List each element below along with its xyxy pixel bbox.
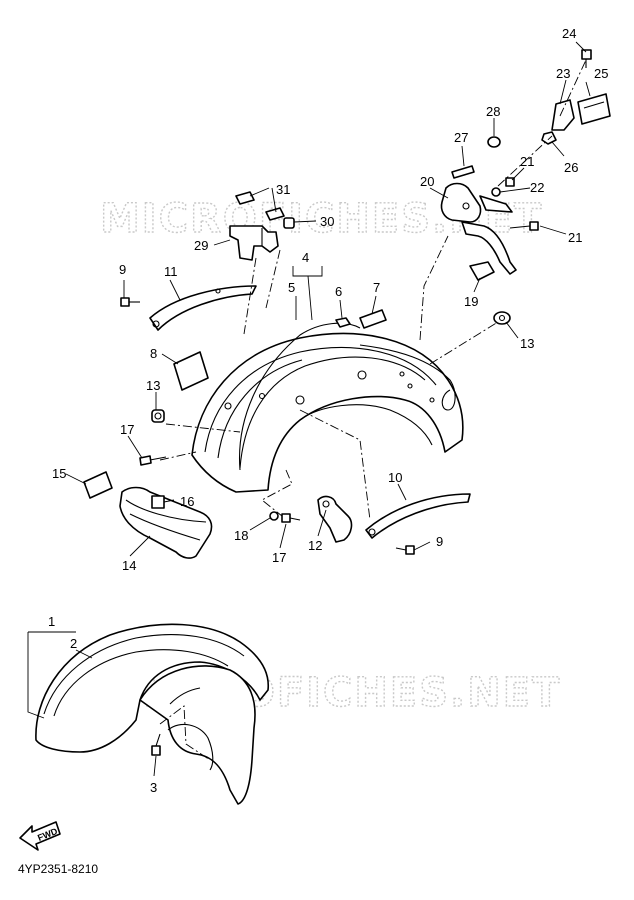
part-15-reflector	[83, 471, 113, 499]
part-11-trim	[149, 285, 257, 331]
callout-25: 25	[594, 66, 608, 81]
part-3-bolt	[151, 733, 161, 756]
callout-9-upper: 9	[119, 262, 126, 277]
part-31-pads	[235, 191, 285, 221]
callout-27: 27	[454, 130, 468, 145]
callout-31: 31	[276, 182, 290, 197]
part-19-clip	[469, 261, 495, 281]
front-fender	[35, 623, 269, 805]
part-12-bracket	[317, 495, 353, 543]
callout-22: 22	[530, 180, 544, 195]
callout-13-right: 13	[520, 336, 534, 351]
part-8-sheet	[173, 351, 209, 391]
part-6-grommet	[335, 317, 351, 328]
callout-11: 11	[164, 264, 178, 279]
callout-16: 16	[180, 494, 194, 509]
part-30-nut	[283, 217, 295, 229]
callout-10: 10	[388, 470, 402, 485]
part-18-washer	[269, 511, 279, 521]
callout-28: 28	[486, 104, 500, 119]
fwd-arrow-icon: FWD	[19, 821, 61, 851]
part-10-trim	[365, 493, 471, 539]
part-27-pin	[451, 165, 475, 179]
part-22-washer	[491, 187, 501, 197]
part-14-fender-tip	[119, 486, 213, 559]
part-13-grommet-right	[493, 311, 511, 325]
part-13-grommet-left	[151, 409, 165, 423]
callout-20: 20	[420, 174, 434, 189]
part-7-plate	[359, 309, 387, 329]
callout-26: 26	[564, 160, 578, 175]
part-28-capnut	[487, 136, 501, 148]
part-21-bolt-lower	[509, 221, 539, 231]
part-17-bolt-left	[139, 455, 167, 466]
part-17-bolt-lower	[281, 513, 301, 523]
callout-14: 14	[122, 558, 136, 573]
callout-30: 30	[320, 214, 334, 229]
callout-5: 5	[288, 280, 295, 295]
callout-21-upper: 21	[520, 154, 534, 169]
part-29-bracket	[229, 225, 279, 261]
leader-lines	[27, 41, 591, 777]
callout-13-left: 13	[146, 378, 160, 393]
callout-17-lower: 17	[272, 550, 286, 565]
rear-fender	[191, 322, 464, 493]
callout-17-left: 17	[120, 422, 134, 437]
callout-9-lower: 9	[436, 534, 443, 549]
callout-6: 6	[335, 284, 342, 299]
part-25-lamp	[577, 93, 611, 125]
callout-7: 7	[373, 280, 380, 295]
part-code: 4YP2351-8210	[18, 862, 99, 876]
part-26-nut	[541, 131, 557, 145]
part-23-holder	[551, 99, 575, 131]
callout-1: 1	[48, 614, 55, 629]
callout-15: 15	[52, 466, 66, 481]
callout-29: 29	[194, 238, 208, 253]
callout-18: 18	[234, 528, 248, 543]
callout-24: 24	[562, 26, 576, 41]
part-24-screw	[581, 49, 592, 68]
callout-3: 3	[150, 780, 157, 795]
callout-labels: 31 30 29 4 5 6 7 9 11 8 13 17 15 16 14 1…	[48, 26, 608, 795]
callout-2: 2	[70, 636, 77, 651]
callout-12: 12	[308, 538, 322, 553]
part-21-bolt-upper	[505, 177, 515, 187]
callout-19: 19	[464, 294, 478, 309]
part-9-bolt-upper	[120, 297, 140, 307]
part-16-bracket	[151, 495, 165, 509]
callout-8: 8	[150, 346, 157, 361]
callout-21-lower: 21	[568, 230, 582, 245]
part-20-bracket	[440, 182, 517, 275]
callout-4: 4	[302, 250, 309, 265]
part-9-bolt-lower	[395, 545, 415, 555]
assembly-lines	[159, 59, 587, 761]
callout-23: 23	[556, 66, 570, 81]
